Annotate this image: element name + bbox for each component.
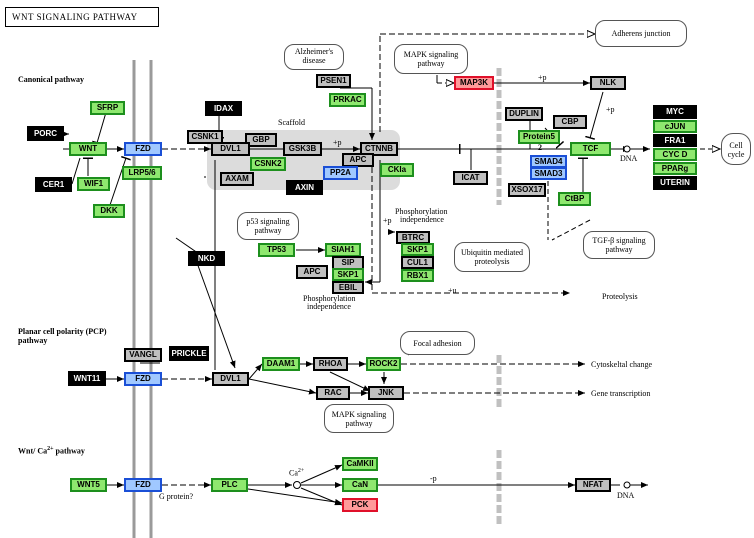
label-phospho-bottom-2: independence <box>307 302 351 311</box>
node-tcf[interactable]: TCF <box>570 142 611 156</box>
label-g-protein: G protein? <box>159 492 193 501</box>
node-axam[interactable]: AXAM <box>220 172 254 186</box>
node-duplin[interactable]: DUPLIN <box>505 107 543 121</box>
node-wnt11[interactable]: WNT11 <box>68 371 106 386</box>
node-nfat[interactable]: NFAT <box>575 478 611 492</box>
node-wif1[interactable]: WIF1 <box>77 177 110 191</box>
node-rock2[interactable]: ROCK2 <box>366 357 401 371</box>
node-ctbp[interactable]: CtBP <box>558 192 591 206</box>
label-phospho-top-1: Phosphorylation <box>395 207 448 216</box>
label-plus-p-nlk: +p <box>606 105 615 114</box>
node-tp53[interactable]: TP53 <box>258 243 295 257</box>
label-two: 2 <box>538 143 542 152</box>
node-rhoa[interactable]: RHOA <box>313 357 348 371</box>
node-apc-complex[interactable]: APC <box>342 153 374 167</box>
node-daam1[interactable]: DAAM1 <box>262 357 300 371</box>
node-porc[interactable]: PORC <box>27 126 64 141</box>
node-apc-degradation[interactable]: APC <box>296 265 328 279</box>
node-cycd[interactable]: CYC D <box>653 148 697 161</box>
node-pck[interactable]: PCK <box>342 498 378 512</box>
label-ca: Ca2+ <box>289 468 305 478</box>
node-fra1[interactable]: FRA1 <box>653 134 697 147</box>
section-pcp: Planar cell polarity (PCP) pathway <box>18 327 107 345</box>
node-gsk3b[interactable]: GSK3B <box>283 142 322 156</box>
node-psen1[interactable]: PSEN1 <box>316 74 351 88</box>
label-plus-p-map3k: +p <box>538 73 547 82</box>
label-phospho-bottom-1: Phosphorylation <box>303 294 356 303</box>
node-nlk[interactable]: NLK <box>590 76 626 90</box>
node-fzd-pcp[interactable]: FZD <box>124 372 162 386</box>
node-ctnnb[interactable]: CTNNB <box>360 142 398 156</box>
node-myc[interactable]: MYC <box>653 105 697 119</box>
node-plc[interactable]: PLC <box>211 478 248 492</box>
node-jnk[interactable]: JNK <box>368 386 404 400</box>
node-cer1[interactable]: CER1 <box>35 177 72 192</box>
section-ca: Wnt/ Ca2+ pathway <box>18 446 85 456</box>
node-vangl[interactable]: VANGL <box>124 348 162 362</box>
node-prkac[interactable]: PRKAC <box>329 93 366 107</box>
node-xsox17[interactable]: XSOX17 <box>508 183 546 197</box>
node-lrp56[interactable]: LRP5/6 <box>122 166 162 180</box>
node-camkii[interactable]: CaMKII <box>342 457 378 471</box>
node-prickle[interactable]: PRICKLE <box>169 346 209 361</box>
label-gene-transcription: Gene transcription <box>591 389 651 398</box>
node-dvl1-canonical[interactable]: DVL1 <box>211 142 250 156</box>
node-rac[interactable]: RAC <box>316 386 350 400</box>
label-phospho-top-2: independence <box>400 215 444 224</box>
node-idax[interactable]: IDAX <box>205 101 242 116</box>
label-dna-ca: DNA <box>617 491 635 500</box>
node-sfrp[interactable]: SFRP <box>90 101 125 115</box>
node-smad3[interactable]: SMAD3 <box>530 167 567 180</box>
node-icat[interactable]: ICAT <box>453 171 488 185</box>
label-cytoskeletal: Cytoskeltal change <box>591 360 653 369</box>
node-pparg[interactable]: PPARg <box>653 162 697 175</box>
node-cbp[interactable]: CBP <box>553 115 587 129</box>
node-skp1-b[interactable]: SKP1 <box>401 243 434 256</box>
page-title: WNT SIGNALING PATHWAY <box>5 7 159 27</box>
node-gbp[interactable]: GBP <box>245 133 277 147</box>
node-rbx1[interactable]: RBX1 <box>401 269 434 282</box>
label-scaffold: Scaffold <box>278 118 305 127</box>
node-fzd-canonical[interactable]: FZD <box>124 142 162 156</box>
label-plus-p-scaffold: +p <box>333 138 342 147</box>
link-adherens-junction[interactable]: Adherens junction <box>595 20 687 47</box>
node-wnt5[interactable]: WNT5 <box>70 478 107 492</box>
label-plus-p-btrc: +p <box>383 216 392 225</box>
node-dvl1-pcp[interactable]: DVL1 <box>212 372 249 386</box>
node-can[interactable]: CaN <box>342 478 378 492</box>
link-focal-adhesion[interactable]: Focal adhesion <box>400 331 475 355</box>
label-proteolysis: Proteolysis <box>602 292 638 301</box>
node-axin[interactable]: AXIN <box>286 180 323 195</box>
node-ebil[interactable]: EBIL <box>332 281 364 294</box>
node-cul1[interactable]: CUL1 <box>401 256 434 269</box>
section-canonical: Canonical pathway <box>18 75 85 84</box>
node-csnk2[interactable]: CSNK2 <box>250 157 286 171</box>
node-dkk[interactable]: DKK <box>93 204 125 218</box>
node-pp2a[interactable]: PP2A <box>323 166 358 180</box>
node-protein5[interactable]: Protein5 <box>518 130 560 144</box>
node-csnk1[interactable]: CSNK1 <box>187 130 223 144</box>
label-dna-canonical: DNA <box>620 154 638 163</box>
node-fzd-ca[interactable]: FZD <box>124 478 162 492</box>
node-map3k[interactable]: MAP3K <box>454 76 494 90</box>
node-siah1[interactable]: SIAH1 <box>325 243 361 257</box>
node-skp1-a[interactable]: SKP1 <box>332 268 364 281</box>
node-ckia[interactable]: CKIa <box>380 163 414 177</box>
node-nkd[interactable]: NKD <box>188 251 225 266</box>
node-cjun[interactable]: cJUN <box>653 120 697 133</box>
label-plus-u: +u <box>448 286 457 295</box>
label-minus-p: -p <box>430 474 437 483</box>
node-wnt[interactable]: WNT <box>69 142 107 156</box>
node-uterin[interactable]: UTERIN <box>653 176 697 190</box>
